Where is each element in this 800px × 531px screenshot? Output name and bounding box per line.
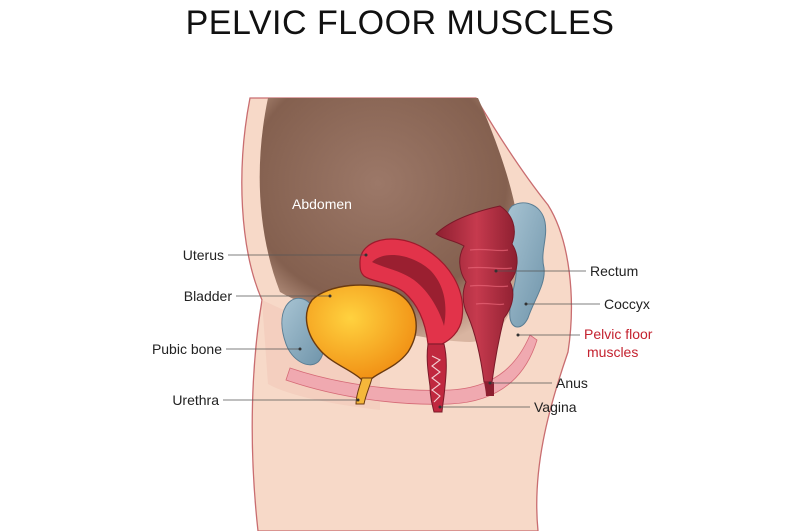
label-rectum: Rectum bbox=[590, 263, 638, 279]
label-abdomen: Abdomen bbox=[292, 196, 352, 212]
anus bbox=[484, 382, 494, 396]
bladder bbox=[305, 284, 417, 381]
leader-anus-dot bbox=[488, 381, 492, 385]
label-bladder: Bladder bbox=[184, 288, 233, 304]
label-anus: Anus bbox=[556, 375, 588, 391]
vagina bbox=[426, 343, 447, 413]
label-vagina: Vagina bbox=[534, 399, 577, 415]
rectum-folds bbox=[467, 248, 513, 306]
leader-coccyx-dot bbox=[524, 302, 528, 306]
leader-pelvic-floor-dot bbox=[516, 333, 520, 337]
leader-vagina-dot bbox=[438, 405, 442, 409]
label-pubic-bone: Pubic bone bbox=[152, 341, 222, 357]
leader-rectum-dot bbox=[494, 269, 498, 273]
uterus-cavity bbox=[372, 255, 446, 326]
label-uterus: Uterus bbox=[183, 247, 224, 263]
label-pelvic-floor-line2: muscles bbox=[587, 344, 638, 360]
label-urethra: Urethra bbox=[172, 392, 219, 408]
vagina-rugae bbox=[431, 355, 442, 403]
urethra bbox=[355, 377, 373, 405]
label-pelvic-floor-line1: Pelvic floor bbox=[584, 326, 653, 342]
leader-urethra-dot bbox=[356, 398, 360, 402]
pelvic-floor-muscle bbox=[285, 334, 538, 405]
abdominal-cavity bbox=[259, 98, 522, 342]
leader-pubic-bone-dot bbox=[298, 347, 302, 351]
leader-bladder-dot bbox=[328, 294, 332, 298]
label-coccyx: Coccyx bbox=[604, 296, 650, 312]
page-title: PELVIC FLOOR MUSCLES bbox=[185, 4, 615, 42]
leader-uterus-dot bbox=[364, 253, 368, 257]
